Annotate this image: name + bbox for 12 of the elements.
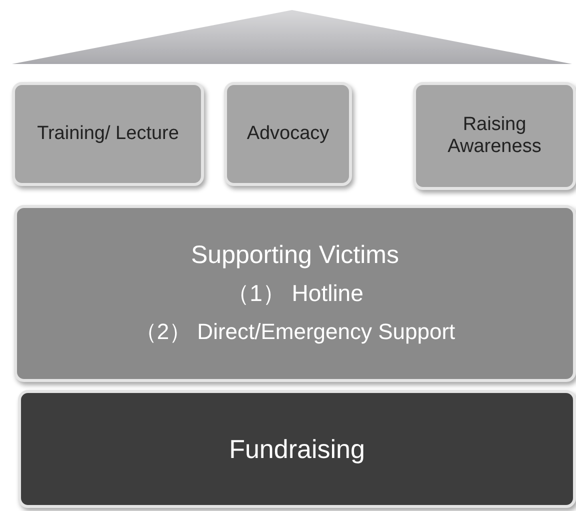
box-title: Fundraising	[229, 434, 365, 464]
box-title: Advocacy	[246, 123, 330, 145]
box-title: Training/ Lecture	[37, 123, 179, 145]
foundation-box	[18, 390, 576, 508]
list-item: （2） Direct/Emergency Support	[134, 318, 456, 346]
pillar-box	[224, 82, 352, 186]
band-box	[14, 205, 576, 382]
box-title: Raising Awareness	[446, 114, 542, 158]
list-item: （1） Hotline	[226, 278, 364, 308]
box-title: Supporting Victims	[191, 240, 399, 270]
pillar-box	[413, 82, 576, 190]
pillar-box	[12, 82, 204, 186]
